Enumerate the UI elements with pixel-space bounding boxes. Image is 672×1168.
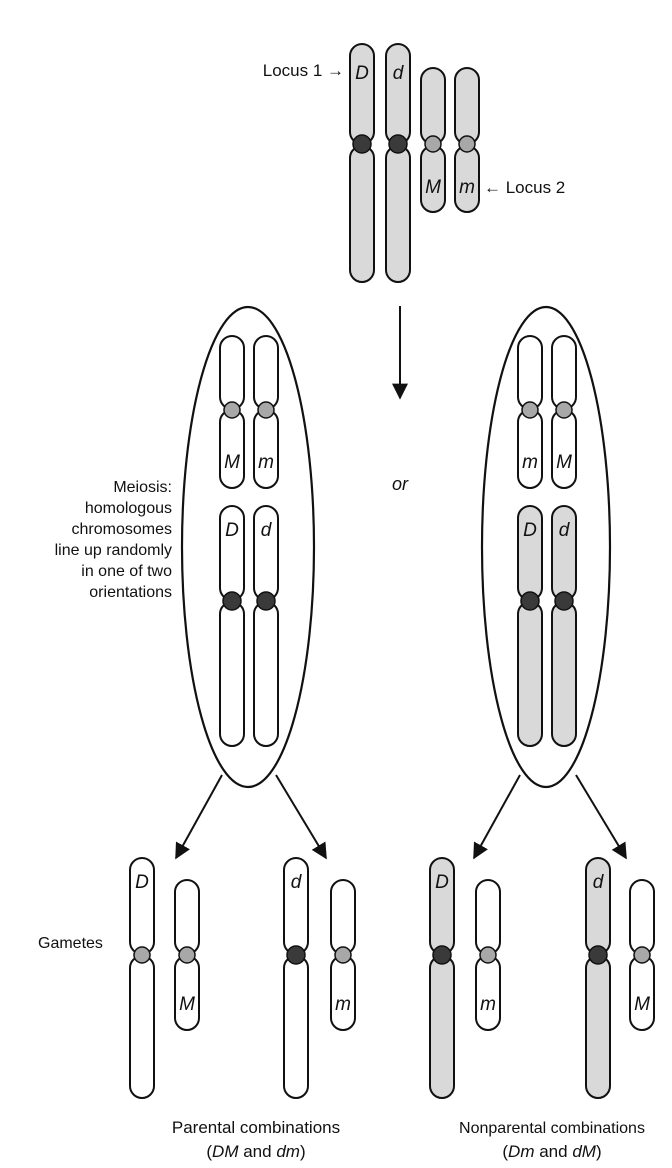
allele-d: d [393, 63, 405, 84]
svg-text:line up randomly: line up randomly [55, 542, 172, 559]
parental-caption: Parental combinations [172, 1118, 340, 1137]
svg-text:orientations: orientations [89, 584, 172, 601]
left-allele-m: m [258, 452, 274, 473]
gamete-DM: D M [130, 858, 199, 1098]
arrow-left-1 [176, 775, 222, 858]
svg-text:d: d [291, 872, 303, 893]
arrow-right-1 [474, 775, 520, 858]
svg-text:m: m [335, 994, 351, 1015]
svg-text:Meiosis:: Meiosis: [113, 479, 172, 496]
allele-M: M [425, 177, 441, 198]
meiosis-label: Meiosis: homologous chromosomes line up … [55, 479, 173, 601]
gamete-dm: d m [284, 858, 355, 1098]
parental-subcaption: (DM and dm) [206, 1142, 305, 1161]
right-allele-m: m [522, 452, 538, 473]
right-allele-M: M [556, 452, 572, 473]
arrow-right-2 [576, 775, 626, 858]
left-allele-d: d [261, 520, 273, 541]
svg-text:m: m [480, 994, 496, 1015]
svg-text:in one of two: in one of two [81, 563, 172, 580]
nonparental-subcaption: (Dm and dM) [502, 1142, 601, 1161]
arrow-left-2 [276, 775, 326, 858]
right-allele-d: d [559, 520, 571, 541]
gametes-label: Gametes [38, 935, 103, 952]
svg-text:chromosomes: chromosomes [72, 521, 172, 538]
locus1-label: Locus 1 → [263, 61, 344, 80]
locus2-label: ← Locus 2 [484, 178, 565, 197]
allele-D: D [355, 63, 369, 84]
svg-text:D: D [435, 872, 449, 893]
left-allele-M: M [224, 452, 240, 473]
svg-text:M: M [179, 994, 195, 1015]
left-allele-D: D [225, 520, 239, 541]
right-metaphase-ellipse: m M D d [482, 307, 610, 787]
svg-text:M: M [634, 994, 650, 1015]
left-metaphase-ellipse: M m D d [182, 307, 314, 787]
svg-text:d: d [593, 872, 605, 893]
svg-text:D: D [135, 872, 149, 893]
gamete-dM: d M [586, 858, 654, 1098]
svg-text:homologous: homologous [85, 500, 172, 517]
nonparental-caption: Nonparental combinations [459, 1120, 645, 1137]
or-label: or [392, 474, 409, 494]
gamete-Dm: D m [430, 858, 500, 1098]
allele-m: m [459, 177, 475, 198]
right-allele-D: D [523, 520, 537, 541]
parental-chromosomes: D d M m [350, 44, 479, 282]
